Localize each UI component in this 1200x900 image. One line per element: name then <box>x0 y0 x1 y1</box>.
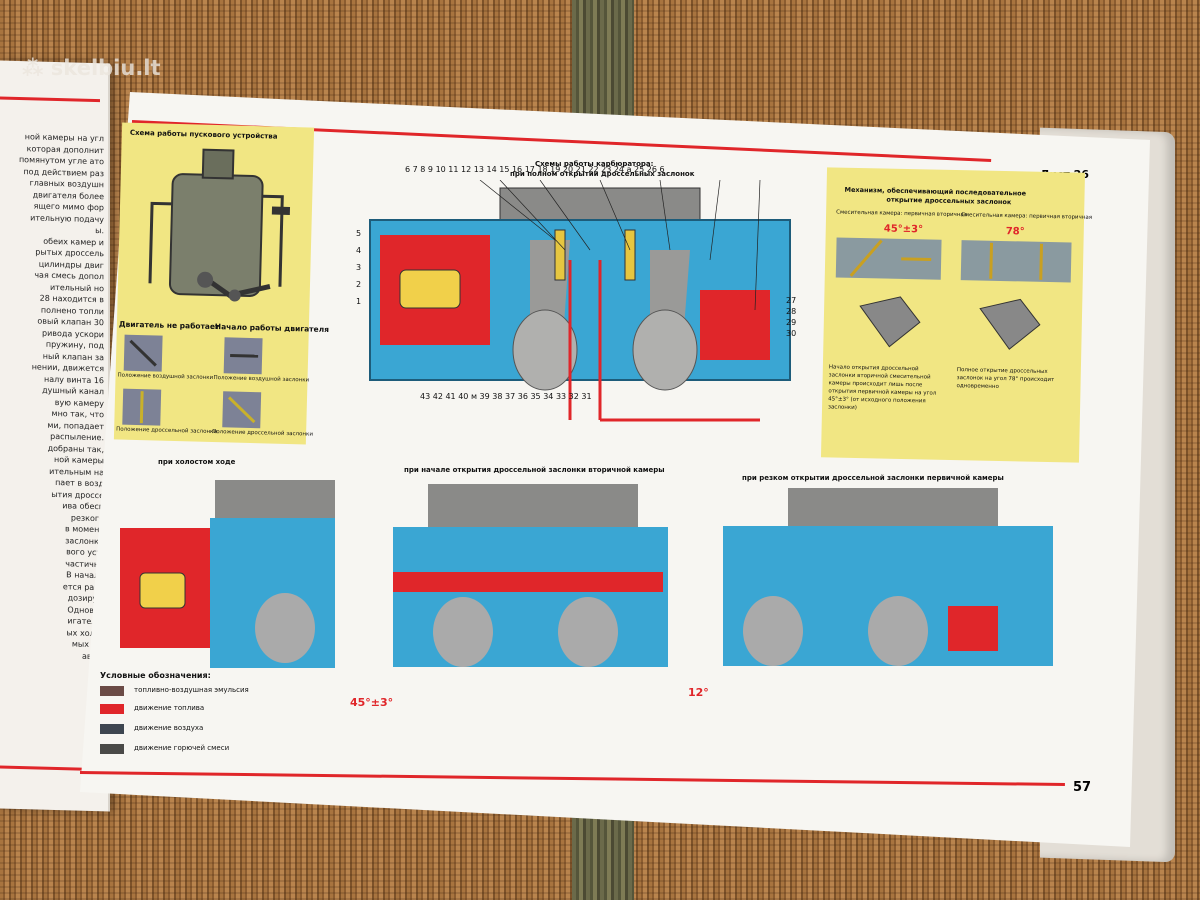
starter-head-left: Двигатель не работает <box>118 319 220 332</box>
nums-top-item: 20 <box>562 165 574 174</box>
nums-bottom-item: м <box>470 392 477 401</box>
mechanism-angle-1: 45°±3° <box>883 223 924 236</box>
watermark-text: skelbiu.lt <box>50 56 161 80</box>
nums-right-item: 27 <box>786 296 797 305</box>
nums-bottom-item: 36 <box>517 392 528 401</box>
mechanism-title-2: открытие дроссельных заслонок <box>886 195 1012 207</box>
nums-top-item: 17 <box>524 165 535 174</box>
nums-bottom-item: 42 <box>432 392 443 401</box>
legend-swatch-mixture <box>100 744 124 754</box>
starter-device-diagram <box>148 148 291 302</box>
nums-top-item: 22 <box>588 165 599 174</box>
nums-bottom-item: 31 <box>581 392 592 401</box>
nums-top-item: 15 <box>499 165 510 174</box>
nums-left-item: 5 <box>356 229 362 238</box>
nums-top-item: 10 <box>435 165 446 174</box>
nums-top-item: 21 <box>575 165 586 174</box>
main-title-2: при полном открытии дроссельных заслонок <box>510 170 695 178</box>
nums-top-item: 26 <box>646 165 657 174</box>
nums-top-item: 25 <box>634 165 645 174</box>
legend-swatch-fuel <box>100 704 124 714</box>
nums-bottom-item: 41 <box>445 392 456 401</box>
mechanism-text-left: Начало открытия дроссельной заслонки вто… <box>827 364 937 412</box>
starter-head-right: Начало работы двигателя <box>214 322 330 335</box>
legend-item-air: движение воздуха <box>134 724 204 732</box>
nums-top-item: 16 <box>511 165 523 174</box>
caption-idle: при холостом ходе <box>158 458 236 466</box>
nums-top-item: 24 <box>613 165 625 174</box>
nums-top-item: 6 <box>659 165 665 174</box>
nums-top-item: 11 <box>448 165 459 174</box>
nums-bottom-item: 35 <box>530 392 541 401</box>
nums-bottom-item: 34 <box>543 392 554 401</box>
mechanism-cap-left: Смесительная камера: первичная вторичная <box>836 209 968 219</box>
mechanism-diagram <box>835 237 1072 350</box>
nums-left-item: 3 <box>356 263 362 272</box>
starter-panel: Схема работы пускового устройства Двигат… <box>113 122 329 445</box>
legend-item-mixture: движение горючей смеси <box>134 744 230 752</box>
nums-top-item: 23 <box>601 165 612 174</box>
callout-bottom: 43 42 41 40 м 39 38 37 36 35 34 33 32 31 <box>420 392 592 401</box>
nums-top-item: 6 <box>405 165 411 174</box>
nums-bottom-item: 39 <box>479 392 490 401</box>
nums-bottom-item: 32 <box>568 392 579 401</box>
nums-bottom-item: 40 <box>458 392 469 401</box>
nums-right-item: 30 <box>786 329 797 338</box>
legend-swatch-emulsion <box>100 686 124 696</box>
nums-left-item: 4 <box>356 246 362 255</box>
nums-top-item: 8 <box>420 165 426 174</box>
mechanism-angle-2: 78° <box>1005 226 1025 238</box>
nums-bottom-item: 33 <box>555 392 567 401</box>
mechanism-panel: Механизм, обеспечивающий последовательно… <box>820 167 1092 463</box>
mechanism-cap-right: Смесительная камера: первичная вторичная <box>961 212 1093 221</box>
nums-top-item: 12 <box>461 165 472 174</box>
starter-title: Схема работы пускового устройства <box>129 128 278 141</box>
nums-right-item: 29 <box>786 318 797 327</box>
callout-top: 6 7 8 9 10 11 12 13 14 15 16 17 18 19 20… <box>405 165 665 174</box>
legend-item-emulsion: топливно-воздушная эмульсия <box>134 686 249 694</box>
legend-title: Условные обозначения: <box>100 671 211 680</box>
caption-sharp: при резком открытии дроссельной заслонки… <box>742 474 1004 482</box>
sharp-opening-diagram <box>723 488 1053 666</box>
left-page-rule <box>0 96 100 103</box>
nums-top-item: 14 <box>486 165 497 174</box>
nums-top-item: 18 <box>537 165 548 174</box>
nums-top-item: 19 <box>550 165 561 174</box>
legend-item-fuel: движение топлива <box>134 704 205 712</box>
watermark-logo: ⁂ skelbiu.lt <box>22 56 161 80</box>
idle-diagram <box>120 480 335 668</box>
callout-right: 27 28 29 30 <box>786 295 796 339</box>
starter-valve-positions <box>122 334 263 429</box>
nums-top-item: 7 <box>412 165 418 174</box>
nums-top-item: а <box>626 165 632 174</box>
mechanism-text-right: Полное открытие дроссельных заслонок на … <box>956 367 1055 390</box>
nums-bottom-item: 43 <box>420 392 431 401</box>
lp-text-item: авто- <box>0 648 104 662</box>
nums-left-item: 2 <box>356 280 362 289</box>
nums-bottom-item: 37 <box>505 392 516 401</box>
caption-secondary: при начале открытия дроссельной заслонки… <box>404 466 665 474</box>
legend-swatch-air <box>100 724 124 734</box>
nums-bottom-item: 38 <box>492 392 503 401</box>
page-number: 57 <box>1073 780 1092 795</box>
nums-left-item: 1 <box>356 297 362 306</box>
angle-label-b: 12° <box>688 686 709 699</box>
angle-label-a: 45°±3° <box>350 696 394 709</box>
nums-right-item: 28 <box>786 307 797 316</box>
carburetor-main-diagram <box>369 180 791 422</box>
secondary-diagram <box>393 484 668 667</box>
main-title-1: Схемы работы карбюратора: <box>535 160 654 168</box>
nums-top-item: 9 <box>427 165 434 174</box>
nums-top-item: 13 <box>473 165 484 174</box>
callout-left: 5 4 3 2 1 <box>356 225 361 310</box>
